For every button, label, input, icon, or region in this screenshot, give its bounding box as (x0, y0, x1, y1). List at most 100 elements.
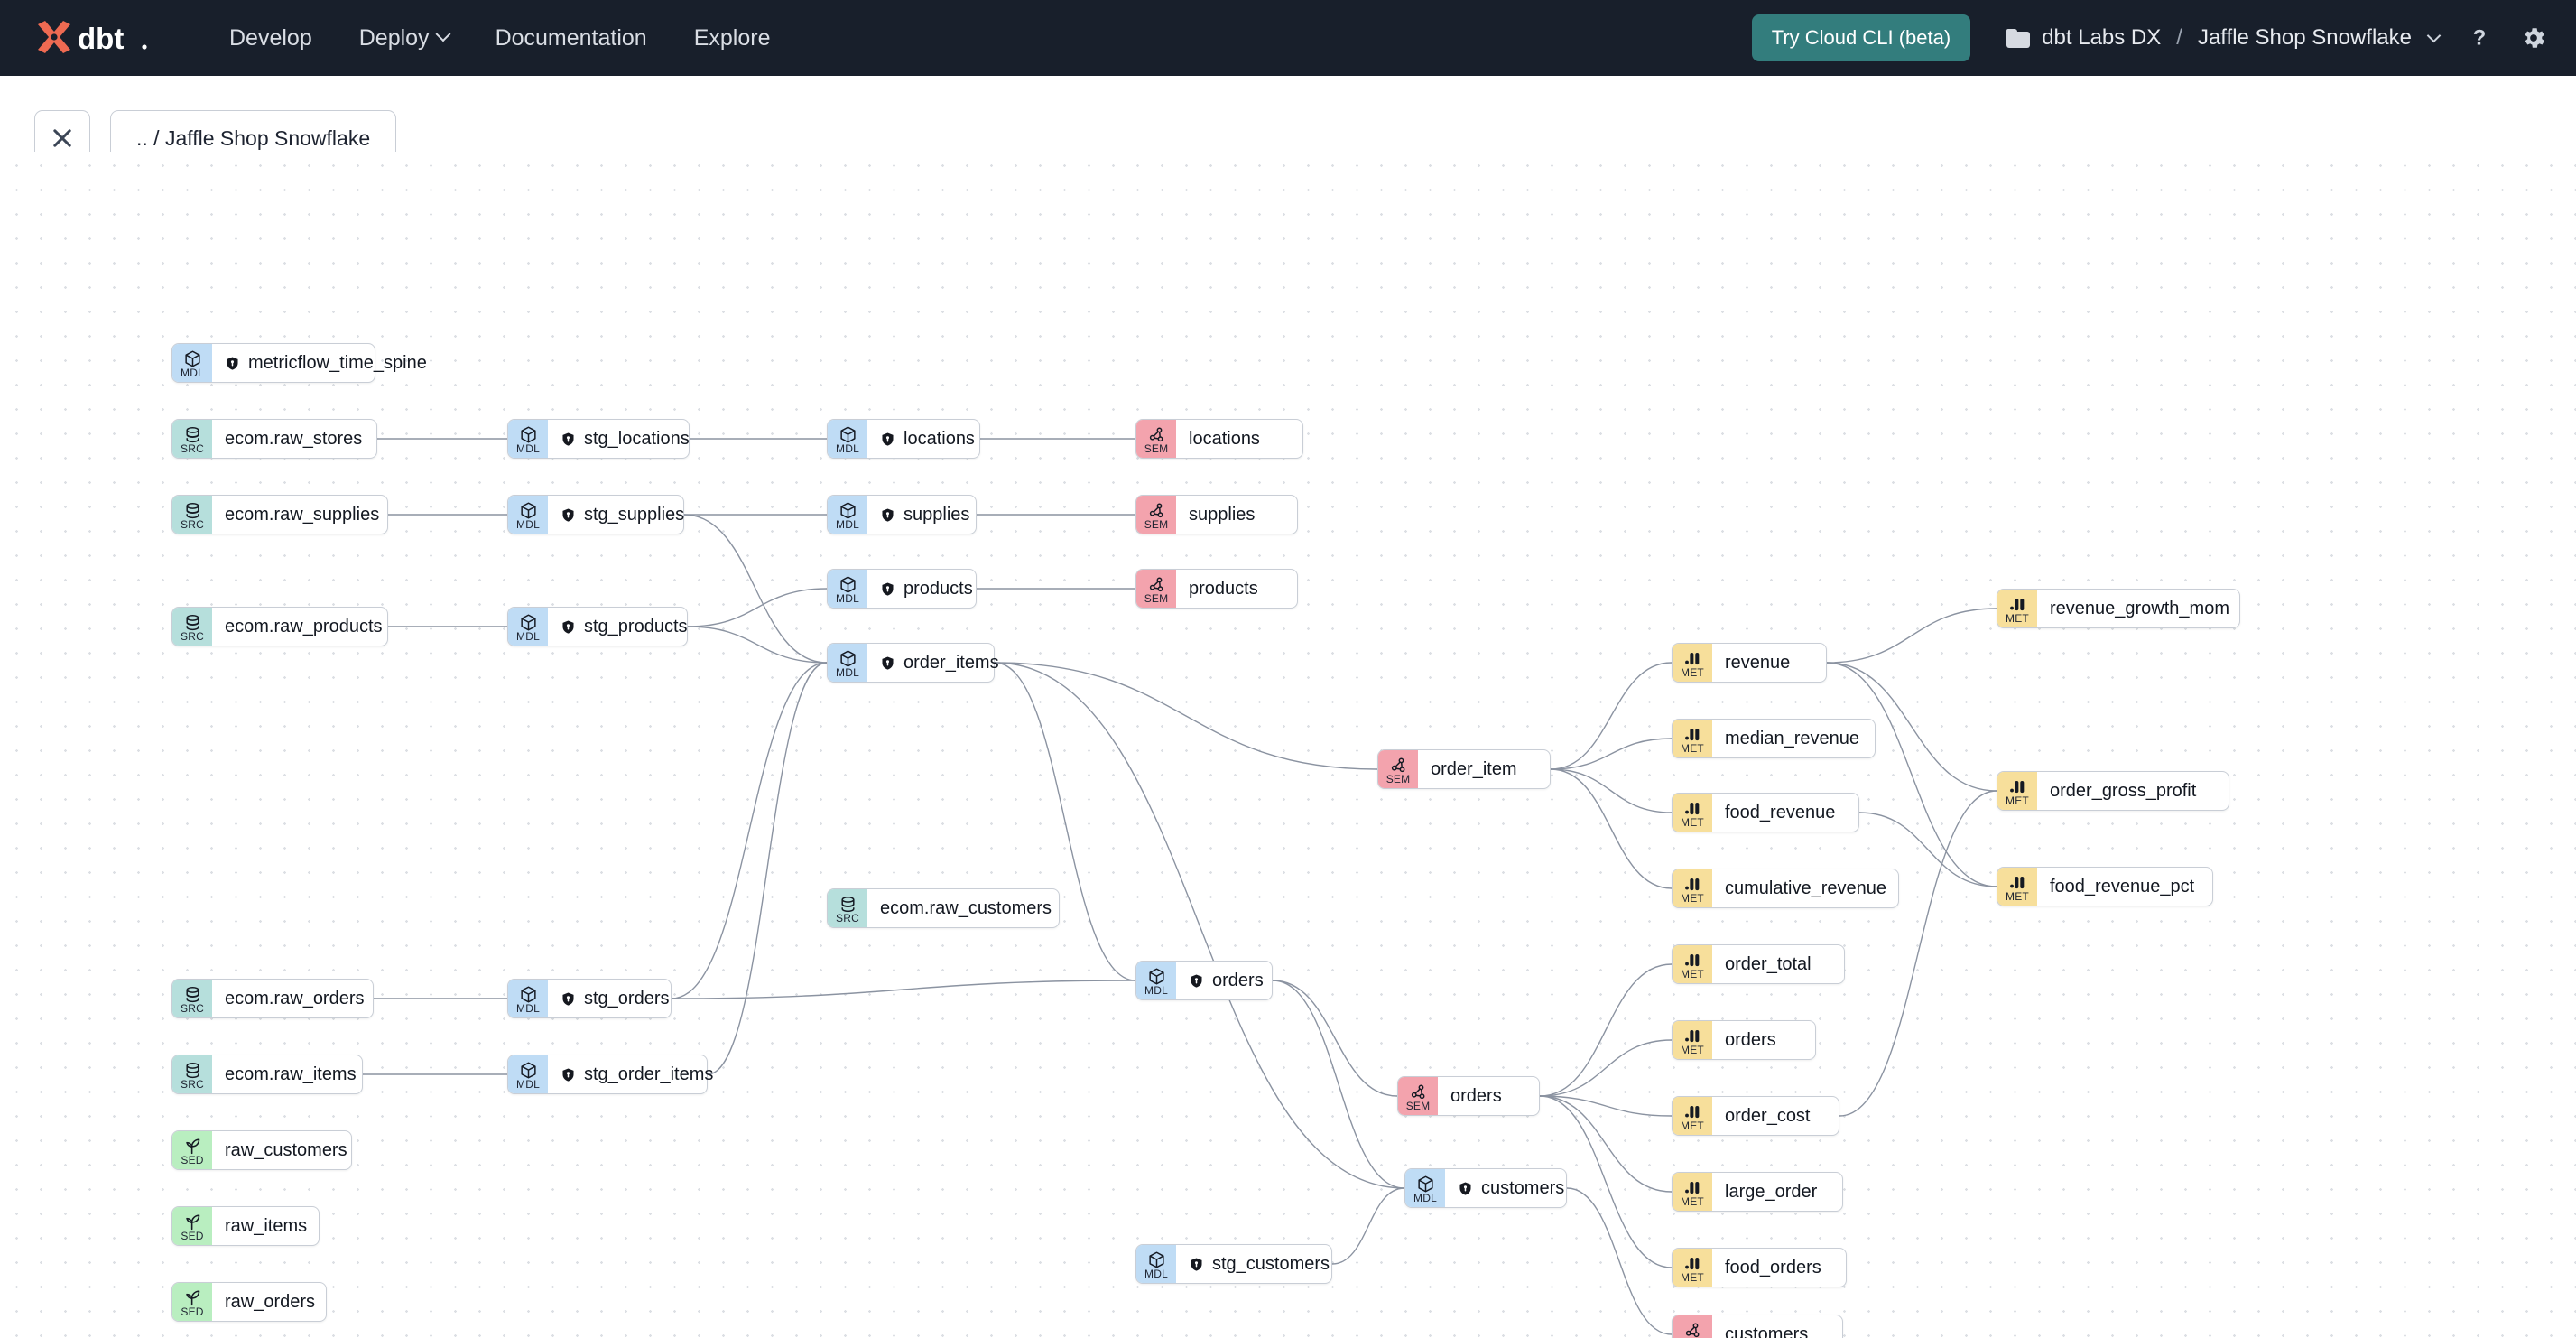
nav-deploy[interactable]: Deploy (336, 16, 472, 60)
shield-public-icon (882, 656, 894, 670)
cube-icon (184, 350, 200, 367)
dbt-logo[interactable]: dbt (32, 19, 150, 57)
bar-chart-icon (1684, 1181, 1699, 1194)
node-kind-label: SED (181, 1229, 204, 1242)
node-kind-label: MDL (516, 1077, 540, 1091)
node-body: food_revenue (1712, 794, 1849, 832)
seedling-icon (183, 1138, 202, 1155)
account-project-breadcrumb[interactable]: dbt Labs DX / Jaffle Shop Snowflake (2006, 25, 2442, 51)
node-label: raw_items (225, 1215, 308, 1236)
node-body: ecom.raw_orders (212, 980, 379, 1017)
shield-public-icon (1458, 1181, 1473, 1196)
node-label: revenue (1725, 652, 1791, 673)
graph-node-raw_items[interactable]: SED raw_items (171, 1206, 320, 1246)
graph-node-met_revenue[interactable]: MET revenue (1672, 643, 1827, 683)
node-label: customers (1725, 1324, 1809, 1338)
node-kind-badge-src: SRC (828, 889, 867, 927)
graph-node-sem_customers[interactable]: SEMcustomers (1672, 1315, 1843, 1338)
cube-icon (520, 426, 536, 442)
seedling-icon (185, 1138, 199, 1154)
bar-chart-icon (1684, 1029, 1699, 1042)
nav-develop[interactable]: Develop (206, 16, 336, 60)
settings-button[interactable] (2520, 24, 2547, 51)
help-button[interactable]: ? (2466, 24, 2493, 51)
edge-sem_order_item-to-met_revenue (1550, 662, 1673, 770)
edge-mdl_order_items-to-mdl_orders (994, 662, 1136, 981)
bar-chart-icon (2008, 778, 2027, 795)
top-navbar: dbt Develop Deploy Documentation Explore… (0, 0, 2576, 76)
shield-public-icon (1459, 1182, 1471, 1195)
cube-icon (519, 614, 538, 631)
node-body: customers (1445, 1169, 1579, 1207)
node-body: supplies (867, 496, 984, 534)
bar-chart-icon (2009, 598, 2024, 610)
node-kind-badge-mdl: MDL (828, 496, 867, 534)
cube-icon (839, 502, 857, 519)
node-label: products (903, 578, 973, 599)
try-cloud-cli-button[interactable]: Try Cloud CLI (beta) (1751, 14, 1971, 61)
chevron-down-icon (435, 26, 451, 42)
database-icon (183, 426, 202, 443)
edge-stg_supplies-to-mdl_order_items (683, 514, 828, 664)
nav-explore[interactable]: Explore (671, 16, 794, 60)
node-kind-label: SEM (1405, 1099, 1431, 1112)
nav-documentation[interactable]: Documentation (472, 16, 671, 60)
node-body: revenue (1712, 644, 1804, 682)
node-kind-label: SEM (1144, 591, 1169, 605)
bar-chart-icon (1684, 953, 1699, 966)
node-kind-label: MDL (836, 441, 859, 455)
node-label: ecom.raw_orders (225, 988, 365, 1008)
shield-public-icon (561, 1067, 576, 1082)
node-body: raw_orders (212, 1283, 329, 1321)
node-label: supplies (1189, 504, 1256, 525)
node-body: order_cost (1712, 1097, 1825, 1135)
shield-public-icon (882, 582, 894, 596)
node-kind-badge-met: MET (1673, 1021, 1712, 1059)
cube-icon (1417, 1175, 1433, 1192)
shield-public-icon (1191, 1258, 1202, 1271)
node-body: orders (1176, 962, 1278, 999)
shield-public-icon (880, 432, 895, 447)
bar-chart-icon (1684, 802, 1699, 814)
node-kind-label: MET (1681, 665, 1704, 679)
node-body: median_revenue (1712, 720, 1874, 757)
